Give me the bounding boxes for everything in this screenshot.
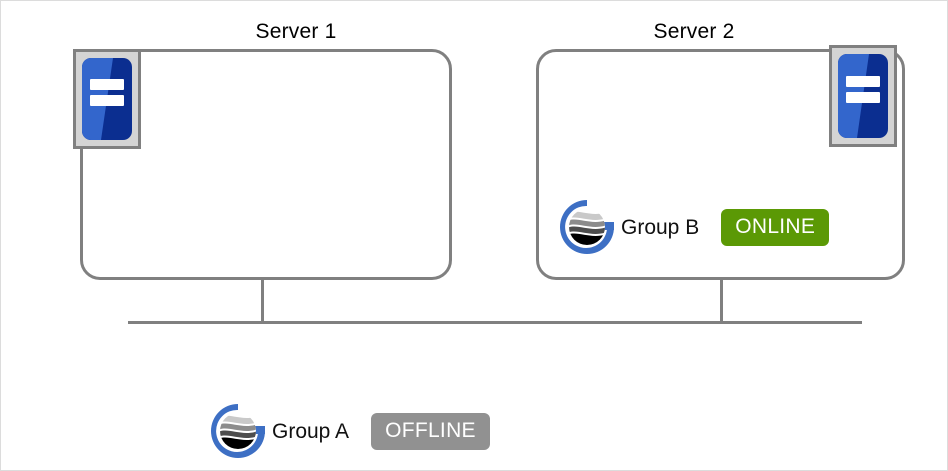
server-rack-icon-chip <box>82 58 132 140</box>
server-rack-icon <box>829 45 897 147</box>
resource-group-b-label: Group B <box>621 215 700 239</box>
status-badge-offline[interactable]: OFFLINE <box>371 412 490 450</box>
server-1-network-drop <box>261 279 264 324</box>
server-1-title: Server 1 <box>255 20 337 43</box>
server-rack-icon-bar-1 <box>90 79 124 90</box>
group-logo-icon <box>211 404 265 458</box>
server-rack-icon-bar-2 <box>846 91 880 103</box>
resource-group-a-label: Group A <box>272 419 350 443</box>
server-rack-icon-bar-2 <box>90 94 124 106</box>
resource-group-b[interactable]: Group B ONLINE <box>557 197 830 257</box>
server-1-box[interactable] <box>80 49 452 280</box>
group-logo-icon <box>560 200 614 254</box>
server-rack-icon-chip <box>838 54 888 138</box>
resource-group-a[interactable]: Group A OFFLINE <box>208 401 490 461</box>
server-2-title: Server 2 <box>653 20 735 43</box>
server-rack-icon <box>73 49 141 149</box>
status-badge-online[interactable]: ONLINE <box>721 208 830 246</box>
shared-network-bus <box>128 321 862 324</box>
server-2-network-drop <box>720 279 723 324</box>
server-rack-icon-bar-1 <box>846 75 880 87</box>
